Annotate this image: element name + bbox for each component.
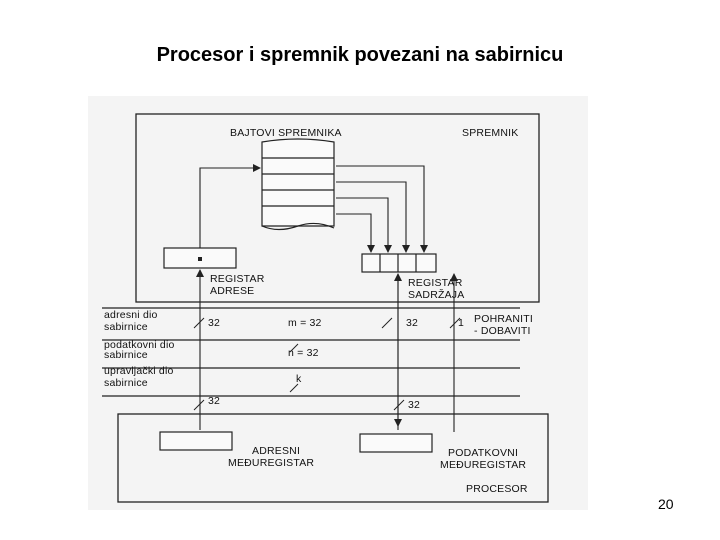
width-address-bottom: 32: [208, 395, 220, 407]
bus-control-label-2: sabirnice: [104, 377, 148, 389]
cpu-data-buffer-label-2: MEĐUREGISTAR: [440, 459, 526, 471]
bus-address-label-2: sabirnice: [104, 321, 148, 333]
bus-address-label-1: adresni dio: [104, 309, 158, 321]
cpu-address-buffer-label-1: ADRESNI: [252, 445, 300, 457]
control-signal-label-1: POHRANITI: [474, 313, 533, 325]
address-register-label-2: ADRESE: [210, 285, 254, 297]
data-register-label-2: SADRŽAJA: [408, 288, 464, 301]
vertical-bus-connections: [196, 269, 458, 432]
processor-label: PROCESOR: [466, 483, 528, 495]
width-control: 1: [458, 317, 464, 329]
width-data-top: 32: [406, 317, 418, 329]
width-m: m = 32: [288, 317, 322, 329]
memory-to-data-register-paths: [336, 165, 428, 253]
slide-number: 20: [658, 496, 674, 512]
width-k: k: [296, 373, 302, 385]
bus-diagram-svg: SPREMNIK BAJTOVI SPREMNIKA REGISTAR ADRE…: [102, 113, 549, 503]
control-signal-label-2: - DOBAVITI: [474, 325, 531, 337]
width-n: n = 32: [288, 347, 319, 359]
bus-data-label-2: sabirnice: [104, 349, 148, 361]
width-slashes: [193, 317, 461, 411]
memory-box: [135, 113, 540, 303]
memory-box-label: SPREMNIK: [462, 127, 518, 139]
data-register-label-1: REGISTAR: [408, 277, 463, 289]
address-register-marker: [198, 257, 202, 261]
memory-bytes-label: BAJTOVI SPREMNIKA: [230, 127, 342, 139]
bus-diagram: SPREMNIK BAJTOVI SPREMNIKA REGISTAR ADRE…: [88, 96, 588, 510]
data-register: [361, 253, 437, 273]
address-to-memory-path: [199, 164, 261, 248]
memory-cells: [261, 138, 335, 231]
processor-box: [117, 413, 549, 503]
cpu-address-buffer: [159, 431, 233, 451]
cpu-data-buffer-label-1: PODATKOVNI: [448, 447, 518, 459]
slide-title: Procesor i spremnik povezani na sabirnic…: [156, 44, 564, 66]
width-address-top: 32: [208, 317, 220, 329]
bus-data-label-1: podatkovni dio: [104, 339, 175, 351]
bus-control-label-1: upravljački dio: [104, 365, 174, 377]
bus-lines: [102, 307, 520, 397]
address-register-label-1: REGISTAR: [210, 273, 265, 285]
cpu-address-buffer-label-2: MEĐUREGISTAR: [228, 457, 314, 469]
cpu-data-buffer: [359, 433, 433, 453]
width-data-bottom: 32: [408, 399, 420, 411]
